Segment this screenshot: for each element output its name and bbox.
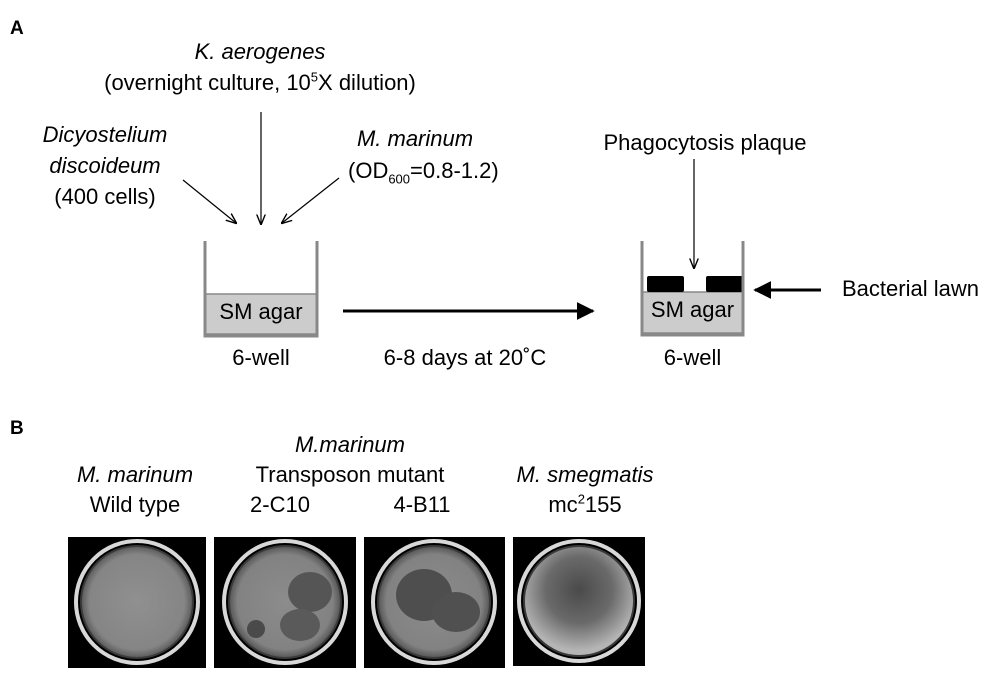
left-well-agar-label: SM agar [219,299,303,324]
k-aerogenes-name: K. aerogenes [194,39,326,64]
bacterial-lawn-right [706,276,744,292]
phagocytosis-plaque-label: Phagocytosis plaque [603,130,807,155]
dicty-name-line1: Dicyostelium [42,122,168,147]
left-well-caption: 6-well [232,345,290,370]
k-aerogenes-detail: (overnight culture, 105X dilution) [104,69,416,95]
col1-strain-type: Wild type [89,492,181,517]
col1-strain-name: M. marinum [76,462,194,487]
col4-strain-name: M. smegmatis [516,462,654,487]
right-well-agar [641,291,744,334]
panel-a-label: A [10,18,24,39]
col23-strain-name: M.marinum [294,432,405,457]
col2-mutant-id: 2-C10 [250,492,310,517]
panel-b-label: B [10,418,24,439]
right-well-agar-label: SM agar [650,297,735,322]
m-marinum-name: M. marinum [356,126,474,151]
incubation-label: 6-8 days at 20˚C [383,345,547,370]
bacterial-lawn-left [647,276,684,292]
m-marinum-od: (OD600=0.8-1.2) [348,158,499,187]
col3-mutant-id: 4-B11 [393,492,451,517]
dicty-name-line2: discoideum [49,153,161,178]
col4-strain-type: mc2155 [548,491,622,517]
col23-strain-type: Transposon mutant [255,462,445,487]
right-well-caption: 6-well [663,345,722,370]
plate-photo-4-b11 [364,537,505,668]
plate-photo-m-smegmatis [513,537,645,666]
right-well [640,241,745,337]
dicty-arrow [182,179,236,223]
plate-photo-2-c10 [214,537,356,668]
left-well [203,241,319,338]
plate-photo-wild-type [68,537,206,668]
dicty-count: (400 cells) [54,184,156,209]
m-marinum-arrow [282,177,340,223]
bacterial-lawn-label: Bacterial lawn [842,276,979,301]
panel-a-schematic [182,112,821,338]
